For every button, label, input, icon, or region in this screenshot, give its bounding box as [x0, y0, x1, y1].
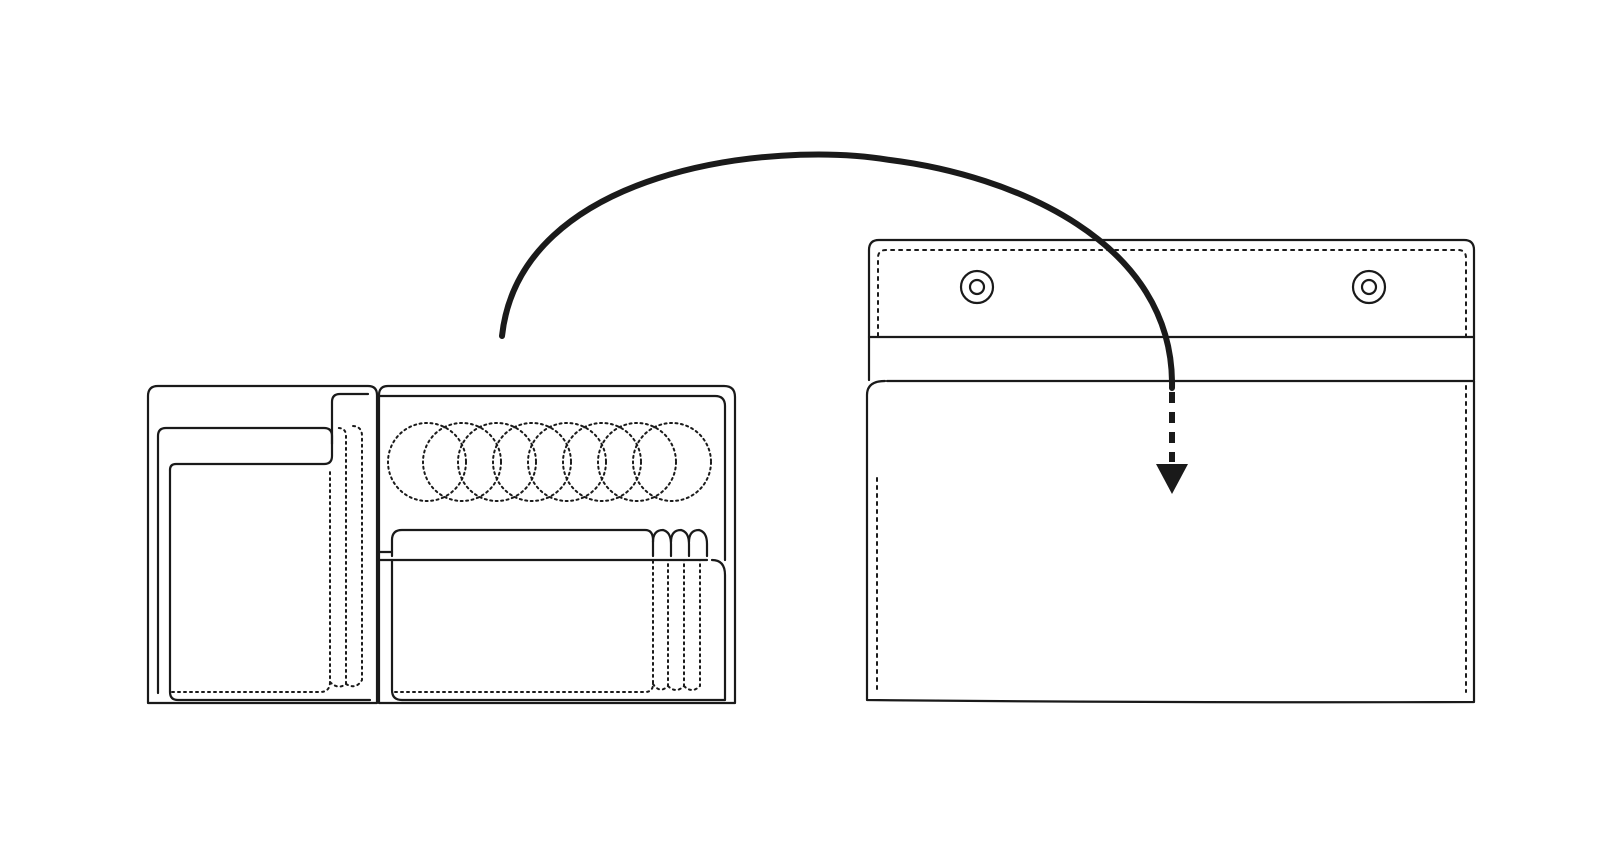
wallet-card-pocket-stitch	[394, 559, 654, 693]
coin-icon	[597, 422, 677, 502]
arrow-head	[1156, 464, 1188, 494]
wallet-left-card-pocket-top	[156, 426, 334, 695]
wallet-right-panel	[377, 384, 737, 705]
pouch-body-outline	[865, 379, 1476, 704]
wallet-card-stack-stitch-1	[652, 559, 669, 691]
coin-icon	[492, 422, 572, 502]
coin-icon	[457, 422, 537, 502]
pouch	[865, 238, 1476, 704]
pouch-flap-stitch	[877, 249, 1467, 337]
coin-icon	[632, 422, 712, 502]
wallet-right-outer-outline	[377, 384, 737, 705]
wallet-card-pocket-front	[390, 558, 727, 702]
wallet-left-stitch-1	[171, 469, 331, 693]
wallet-left-stitch-3	[345, 425, 363, 688]
snap-button-left	[959, 269, 995, 305]
wallet-card-stack-edge-1	[651, 528, 673, 558]
coin-icon	[422, 422, 502, 502]
wallet-card-stack-stitch-3	[683, 559, 701, 691]
wallet-left-stitch-2	[329, 427, 347, 688]
wallet-card-stack-stitch-2	[667, 559, 685, 691]
wallet-left-panel-inner-edge	[330, 392, 370, 446]
wallet-left-card-pocket-front	[168, 468, 372, 702]
arrow-arc	[499, 151, 1176, 391]
wallet-card-stack-edge-3	[687, 528, 709, 558]
open-wallet	[146, 384, 737, 705]
coin-icon	[527, 422, 607, 502]
coin-icon	[387, 422, 467, 502]
pouch-flap-outline	[867, 238, 1476, 382]
snap-button-inner-ring	[1360, 278, 1378, 296]
wallet-left-panel	[146, 384, 379, 705]
wallet-coin-compartment-outline	[377, 394, 727, 562]
snap-button-right	[1351, 269, 1387, 305]
curved-arrow-icon	[499, 151, 1188, 494]
wallet-card-stack-edge-2	[669, 528, 691, 558]
wallet-coin-row	[387, 422, 712, 502]
snap-button-outer-ring	[1351, 269, 1387, 305]
snap-button-inner-ring	[968, 278, 986, 296]
wallet-card-top-edge	[390, 528, 655, 558]
coin-icon	[562, 422, 642, 502]
wallet-left-outer-outline	[146, 384, 379, 705]
snap-button-outer-ring	[959, 269, 995, 305]
wallet-coin-compartment-bottom	[377, 550, 709, 562]
